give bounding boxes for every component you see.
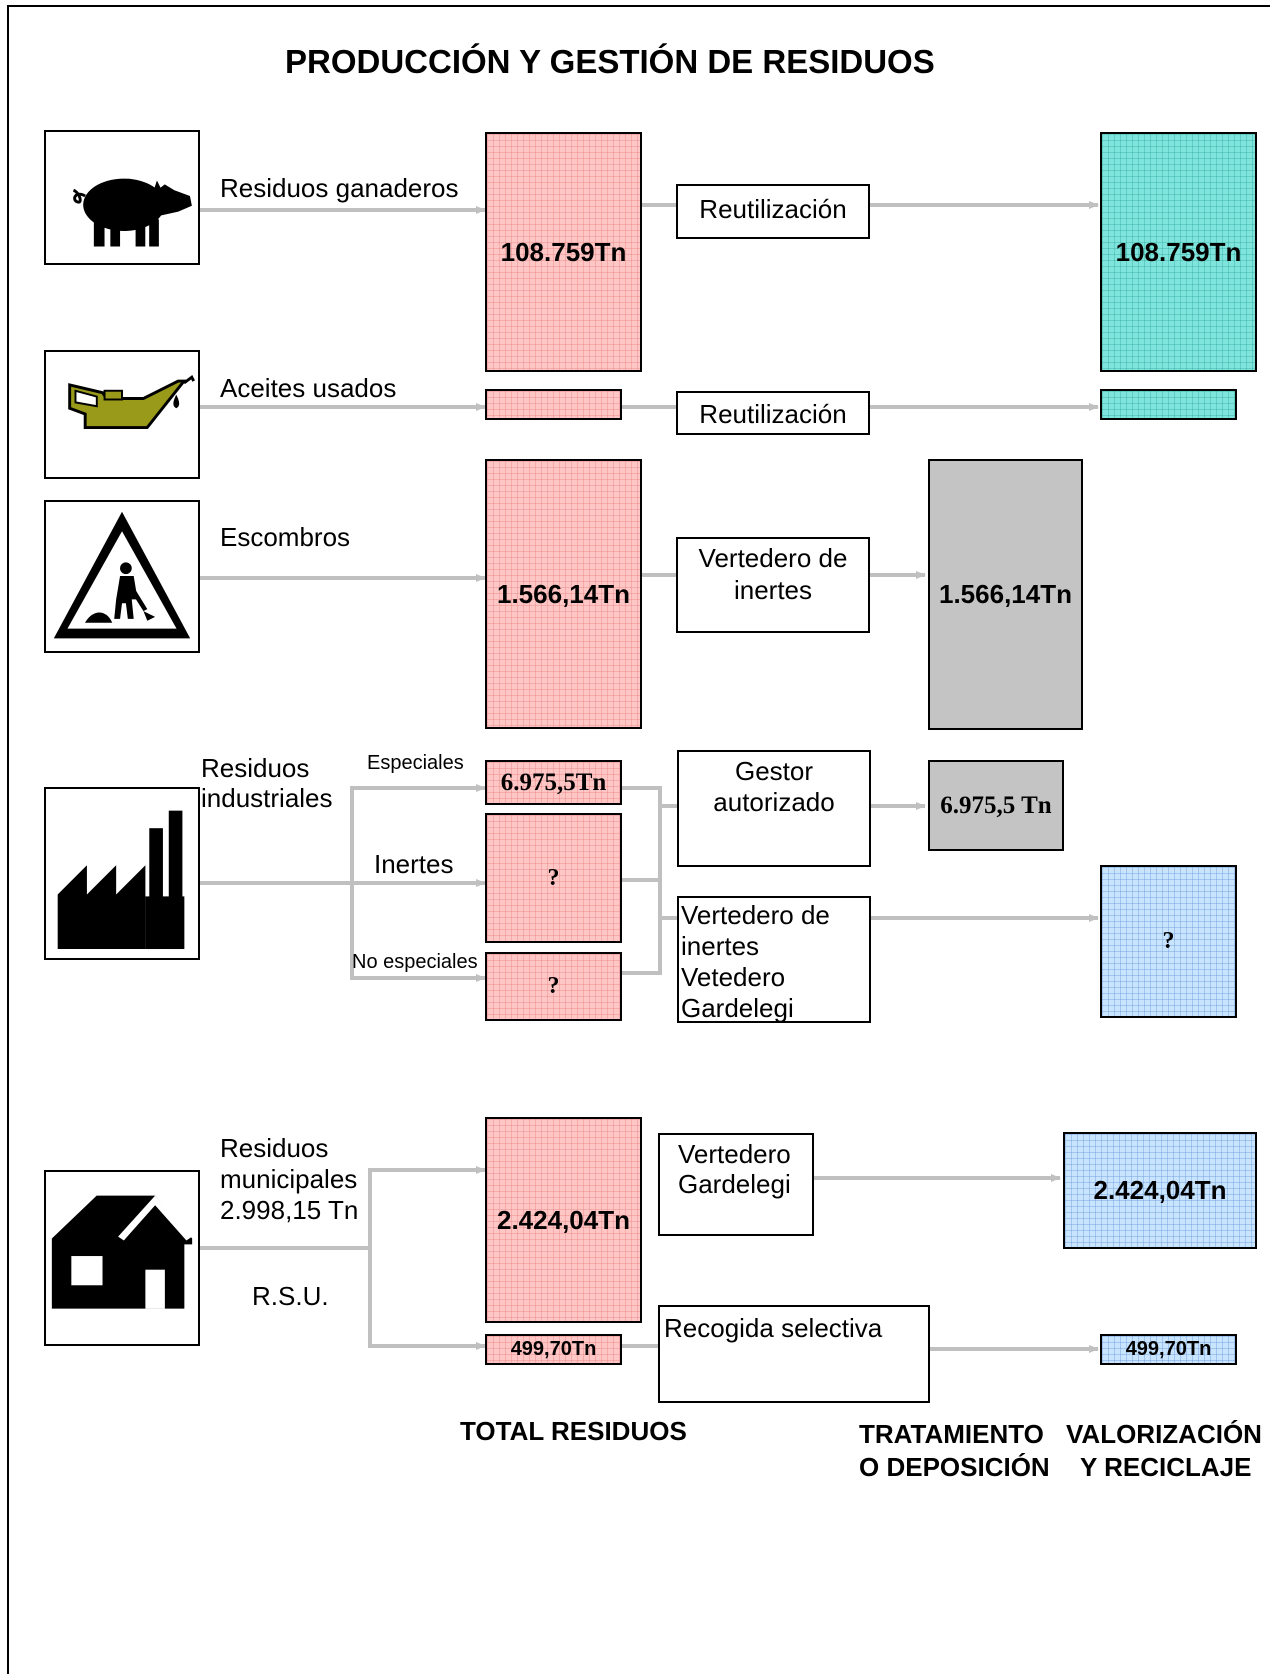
treatment-vertedero-gardelegi: Vertedero Gardelegi [658, 1133, 814, 1236]
oil-can-icon [44, 350, 200, 479]
house-icon [44, 1170, 200, 1346]
treatment-reutilizacion-2-label: Reutilización [699, 399, 847, 429]
total-inertes-box: ? [485, 813, 622, 943]
heading-total-residuos: TOTAL RESIDUOS [460, 1416, 687, 1446]
total-escombros-value: 1.566,14Tn [497, 578, 630, 609]
result-ganaderos-value: 108.759Tn [1115, 236, 1242, 267]
total-selectiva-box: 499,70Tn [485, 1334, 622, 1365]
total-ganaderos-value: 108.759Tn [500, 236, 627, 267]
treatment-reutilizacion-1-label: Reutilización [699, 194, 847, 224]
treatment-vertedero-inertes-line2: inertes [733, 575, 813, 605]
total-municipales-value: 2.424,04Tn [497, 1204, 630, 1235]
page-title: PRODUCCIÓN Y GESTIÓN DE RESIDUOS [285, 43, 935, 80]
treatment-vertedero-inertes: Vertedero de inertes [676, 537, 870, 633]
treatment-vert-vet-line1: Vertedero de [681, 900, 830, 930]
label-residuos-industriales-line1: Residuos [201, 753, 310, 783]
label-aceites-usados: Aceites usados [220, 373, 397, 403]
treatment-gestor-line1: Gestor [734, 756, 814, 786]
factory-icon [44, 787, 200, 960]
result-aceites-box [1100, 389, 1237, 420]
branch-label-inertes: Inertes [374, 849, 454, 879]
result-ganaderos-box: 108.759Tn [1100, 132, 1257, 372]
treatment-reutilizacion-1: Reutilización [676, 184, 870, 239]
treatment-gardelegi-line1: Vertedero [678, 1139, 791, 1169]
treatment-gardelegi-line2: Gardelegi [678, 1169, 791, 1199]
treatment-gestor-autorizado: Gestor autorizado [677, 750, 871, 867]
treatment-recogida-selectiva: Recogida selectiva [658, 1305, 930, 1403]
treatment-gestor-line2: autorizado [713, 787, 835, 817]
treatment-vertedero-vetedero: Vertedero de inertes Vetedero Gardelegi [677, 896, 871, 1023]
total-no-especiales-box: ? [485, 952, 622, 1021]
label-residuos-ganaderos: Residuos ganaderos [220, 173, 459, 203]
label-residuos-municipales-line2: municipales [220, 1164, 358, 1194]
heading-valorizacion-line1: VALORIZACIÓN [1066, 1419, 1262, 1449]
label-escombros: Escombros [220, 522, 351, 552]
label-residuos-municipales-amount: 2.998,15 Tn [220, 1195, 359, 1225]
result-selectiva-box: 499,70Tn [1100, 1334, 1237, 1365]
disposal-escombros-value: 1.566,14Tn [939, 579, 1072, 609]
label-rsu: R.S.U. [252, 1281, 329, 1311]
total-aceites-box [485, 389, 622, 420]
treatment-vert-vet-line3: Vetedero [681, 962, 786, 992]
total-selectiva-value: 499,70Tn [510, 1338, 597, 1360]
heading-valorizacion-line2: Y RECICLAJE [1080, 1452, 1252, 1482]
treatment-reutilizacion-2: Reutilización [676, 391, 870, 435]
total-ganaderos-box: 108.759Tn [485, 132, 642, 372]
disposal-especiales-box: 6.975,5 Tn [928, 760, 1064, 851]
result-industrial-value: ? [1162, 928, 1175, 954]
treatment-vert-vet-line2: inertes [681, 931, 760, 961]
treatment-vert-vet-line4: Gardelegi [681, 993, 794, 1023]
total-especiales-value: 6.975,5Tn [500, 768, 607, 796]
result-municipales-value: 2.424,04Tn [1093, 1175, 1227, 1205]
heading-tratamiento-line2: O DEPOSICIÓN [859, 1452, 1050, 1482]
total-municipales-box: 2.424,04Tn [485, 1117, 642, 1323]
result-selectiva-value: 499,70Tn [1125, 1338, 1212, 1360]
label-residuos-industriales-line2: industriales [201, 783, 333, 813]
total-inertes-value: ? [547, 864, 560, 891]
total-no-especiales-value: ? [547, 973, 560, 999]
pig-icon [44, 130, 200, 265]
label-residuos-municipales-line1: Residuos [220, 1133, 329, 1163]
treatment-vertedero-inertes-line1: Vertedero de [698, 543, 848, 573]
treatment-recogida-label: Recogida selectiva [664, 1313, 883, 1343]
heading-tratamiento-line1: TRATAMIENTO [859, 1419, 1044, 1449]
result-industrial-box: ? [1100, 865, 1237, 1018]
total-escombros-box: 1.566,14Tn [485, 459, 642, 729]
page-frame [7, 5, 1270, 1674]
road-works-sign-icon [44, 500, 200, 653]
branch-label-no-especiales: No especiales [352, 951, 478, 973]
disposal-escombros-box: 1.566,14Tn [928, 459, 1083, 730]
result-municipales-box: 2.424,04Tn [1063, 1132, 1257, 1249]
total-especiales-box: 6.975,5Tn [485, 760, 622, 805]
disposal-especiales-value: 6.975,5 Tn [940, 791, 1052, 819]
branch-label-especiales: Especiales [367, 752, 464, 774]
